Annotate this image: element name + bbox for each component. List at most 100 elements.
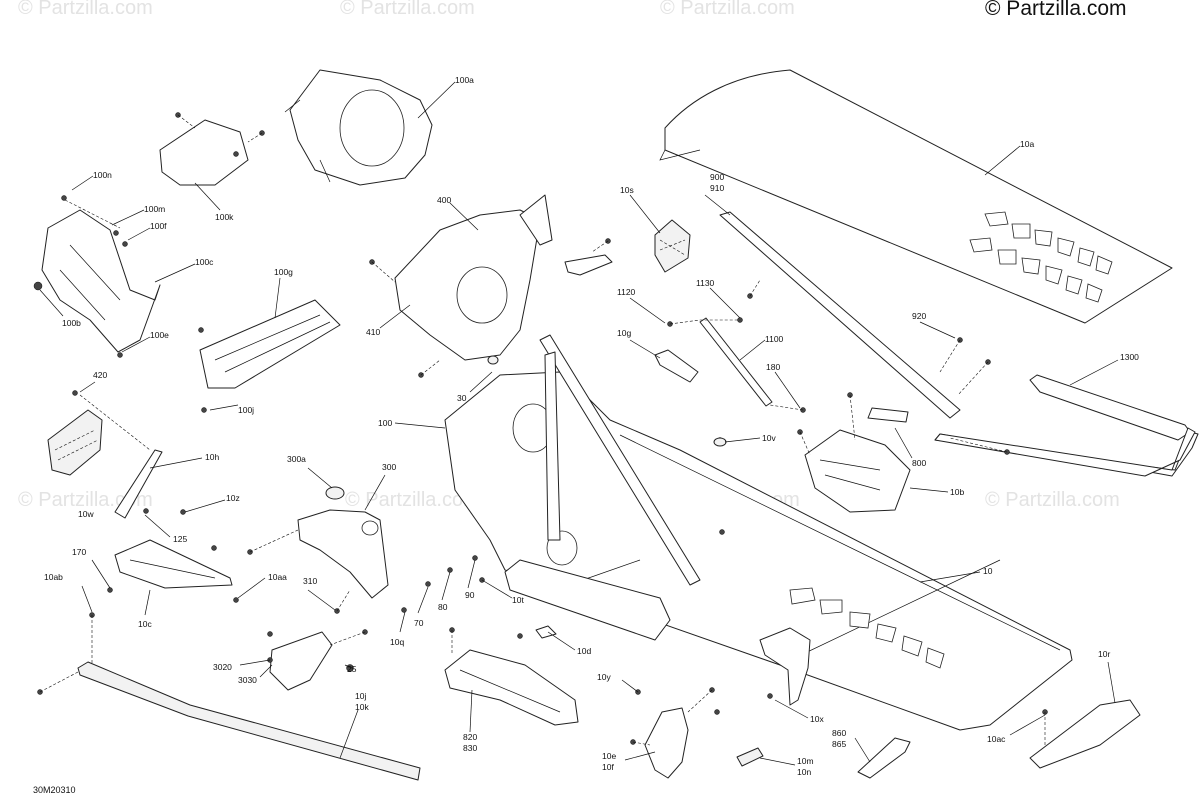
diagram-code: 30M20310 (33, 785, 76, 795)
part-10b-rear-bracket[interactable] (804, 429, 911, 513)
callout-label[interactable]: 10k (355, 702, 369, 712)
callout-label[interactable]: 3030 (238, 675, 257, 685)
callout-label[interactable]: 10t (512, 595, 524, 605)
callout-label[interactable]: 420 (93, 370, 107, 380)
callout-label[interactable]: 820 (463, 732, 477, 742)
part-10h-strut[interactable] (114, 449, 163, 519)
part-100c-side-bracket[interactable] (33, 209, 161, 353)
callout-label[interactable]: 10aa (268, 572, 287, 582)
callout-label[interactable]: 1100 (765, 334, 784, 344)
callout-label[interactable]: 10z (226, 493, 240, 503)
callout-label[interactable]: 1300 (1120, 352, 1139, 362)
part-860-guide[interactable] (857, 737, 911, 779)
callout-label[interactable]: 125 (173, 534, 187, 544)
callout-label[interactable]: 10b (950, 487, 964, 497)
callout-label[interactable]: 100j (238, 405, 254, 415)
callout-label[interactable]: 310 (303, 576, 317, 586)
watermark-text: © Partzilla.com (660, 0, 795, 19)
watermark-text: © Partzilla.com (985, 489, 1120, 511)
callout-label[interactable]: 10f (602, 762, 614, 772)
callout-label[interactable]: 10g (617, 328, 631, 338)
callout-label[interactable]: 10ab (44, 572, 63, 582)
part-820-rail-bracket[interactable] (444, 649, 579, 726)
callout-label[interactable]: 100 (378, 418, 392, 428)
callout-label[interactable]: 10ac (987, 734, 1006, 744)
callout-label[interactable]: 10n (797, 767, 811, 777)
callout-label[interactable]: 170 (72, 547, 86, 557)
callout-label[interactable]: 10x (810, 714, 824, 724)
part-10c-bracket[interactable] (114, 539, 233, 589)
callout-label[interactable]: 400 (437, 195, 451, 205)
part-10r-rear-bracket[interactable] (1029, 699, 1141, 769)
callout-label[interactable]: 10w (78, 509, 94, 519)
callout-label[interactable]: 900 (710, 172, 724, 182)
part-100a-front-frame[interactable] (284, 69, 433, 186)
part-10m-clip[interactable] (736, 747, 764, 767)
callout-label[interactable]: 30 (457, 393, 467, 403)
part-10a-tunnel-panel[interactable] (659, 69, 1173, 324)
callout-label[interactable]: 300 (382, 462, 396, 472)
callout-label[interactable]: 410 (366, 327, 380, 337)
callout-label[interactable]: 70 (414, 618, 424, 628)
callout-label[interactable]: 100c (195, 257, 214, 267)
callout-label[interactable]: 10m (797, 756, 814, 766)
part-10t-running-board[interactable] (504, 559, 671, 641)
callout-label[interactable]: 1120 (617, 287, 636, 297)
callout-label[interactable]: 1130 (696, 278, 715, 288)
part-3020-bracket[interactable] (269, 631, 333, 691)
copyright-notice: © Partzilla.com (985, 0, 1127, 20)
callout-label[interactable]: 865 (832, 739, 846, 749)
callout-label[interactable]: 10 (983, 566, 993, 576)
part-400-engine-frame[interactable] (394, 194, 553, 361)
part-1300-rear-bumper[interactable] (934, 374, 1199, 477)
callout-label[interactable]: 10v (762, 433, 776, 443)
callout-label[interactable]: 100k (215, 212, 234, 222)
part-800-plate[interactable] (867, 407, 909, 423)
watermark-text: © Partzilla.com (340, 0, 475, 19)
callout-label[interactable]: 10y (597, 672, 611, 682)
part-300-support[interactable] (297, 509, 389, 599)
part-100k-bracket[interactable] (159, 119, 249, 186)
callout-label[interactable]: 830 (463, 743, 477, 753)
callout-label[interactable]: 300a (287, 454, 306, 464)
callout-label[interactable]: 800 (912, 458, 926, 468)
callout-label[interactable]: 80 (438, 602, 448, 612)
part-10d-plate[interactable] (535, 625, 557, 639)
callout-label[interactable]: 10r (1098, 649, 1110, 659)
callout-label[interactable]: 10d (577, 646, 591, 656)
part-1100-rod[interactable] (699, 317, 773, 407)
callout-label[interactable]: 10c (138, 619, 152, 629)
callout-label[interactable]: 10s (620, 185, 634, 195)
watermark-text: © Partzilla.com (18, 0, 153, 19)
callout-label[interactable]: 100e (150, 330, 169, 340)
part-10j-front-skid[interactable] (77, 661, 421, 781)
callout-label[interactable]: 90 (465, 590, 475, 600)
callout-label[interactable]: 10a (1020, 139, 1034, 149)
callout-label[interactable]: 10q (390, 637, 404, 647)
part-300a-bump-stop[interactable] (325, 486, 345, 500)
part-10g-plate[interactable] (654, 349, 699, 383)
callout-label[interactable]: 25 (347, 664, 357, 674)
callout-label[interactable]: 100g (274, 267, 293, 277)
part-10-main-chassis[interactable] (444, 334, 1073, 731)
callout-label[interactable]: 100n (93, 170, 112, 180)
callout-label[interactable]: 100b (62, 318, 81, 328)
part-10s-vent-grille[interactable] (654, 219, 691, 273)
callout-label[interactable]: 100a (455, 75, 474, 85)
part-10w-side-vent[interactable] (47, 409, 103, 476)
callout-label[interactable]: 910 (710, 183, 724, 193)
callout-label[interactable]: 100m (144, 204, 165, 214)
part-bracket-upper[interactable] (564, 254, 613, 276)
part-900-brace-rod[interactable] (719, 211, 961, 419)
callout-label[interactable]: 10j (355, 691, 366, 701)
callout-label[interactable]: 10h (205, 452, 219, 462)
callout-label[interactable]: 180 (766, 362, 780, 372)
part-10e-stand-bracket[interactable] (644, 707, 689, 779)
callout-label[interactable]: 3020 (213, 662, 232, 672)
callout-label[interactable]: 10e (602, 751, 616, 761)
callout-label[interactable]: 860 (832, 728, 846, 738)
callout-label[interactable]: 920 (912, 311, 926, 321)
part-100g-cross-member[interactable] (199, 299, 341, 389)
callout-label[interactable]: 100f (150, 221, 167, 231)
